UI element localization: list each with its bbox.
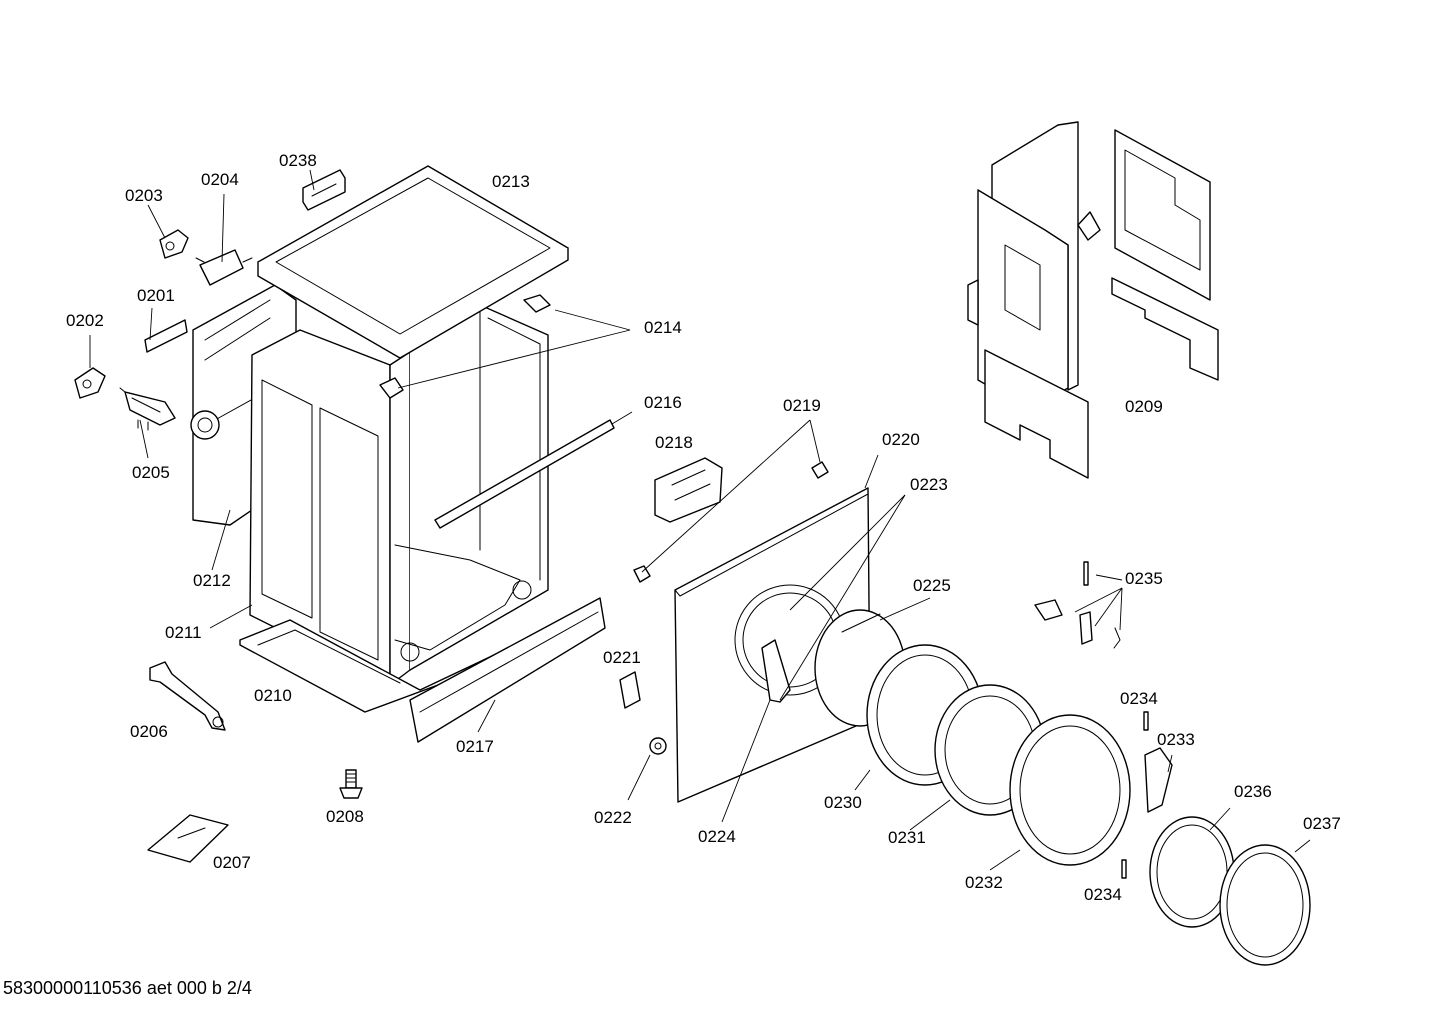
label-0222: 0222: [594, 808, 632, 827]
part-0233-handle: [1144, 747, 1173, 813]
part-0214-clips: [379, 294, 551, 399]
label-0207: 0207: [213, 853, 251, 872]
label-0231: 0231: [888, 828, 926, 847]
part-0232-outer-ring: [1009, 714, 1131, 866]
label-0230: 0230: [824, 793, 862, 812]
label-0210: 0210: [254, 686, 292, 705]
part-0202-cap: [74, 367, 106, 399]
part-0218-door-lock: [654, 457, 723, 523]
label-0203: 0203: [125, 186, 163, 205]
label-0208: 0208: [326, 807, 364, 826]
label-0236: 0236: [1234, 782, 1272, 801]
part-0238-handle: [302, 169, 346, 211]
label-0204: 0204: [201, 170, 239, 189]
part-0216-strut: [434, 419, 615, 529]
label-0234-upper: 0234: [1120, 689, 1158, 708]
label-0234-lower: 0234: [1084, 885, 1122, 904]
part-0203-cap: [159, 229, 189, 259]
label-0205: 0205: [132, 463, 170, 482]
part-0204-shock-absorber: [195, 249, 253, 286]
label-0224: 0224: [698, 827, 736, 846]
part-0217-plinth: [409, 597, 606, 743]
leader-lines: [89, 169, 1311, 871]
label-0237: 0237: [1303, 814, 1341, 833]
part-labels: 0201 0202 0203 0204 0205 0206 0207 0208 …: [66, 151, 1341, 904]
label-0225: 0225: [913, 576, 951, 595]
label-0211: 0211: [165, 623, 202, 642]
label-0232: 0232: [965, 873, 1003, 892]
drawing-reference: 58300000110536 aet 000 b 2/4: [3, 978, 252, 998]
label-0216: 0216: [644, 393, 682, 412]
part-0237-ring: [1219, 844, 1311, 966]
label-0238: 0238: [279, 151, 317, 170]
label-0223: 0223: [910, 475, 948, 494]
label-0206: 0206: [130, 722, 168, 741]
label-0212: 0212: [193, 571, 231, 590]
part-0234-pins: [1121, 711, 1149, 879]
label-0219: 0219: [783, 396, 821, 415]
part-0213-top-cover: [257, 165, 569, 359]
part-0221-lever: [619, 671, 641, 709]
label-0235: 0235: [1125, 569, 1163, 588]
part-0222-knob: [649, 737, 667, 755]
label-0233: 0233: [1157, 730, 1195, 749]
label-0221: 0221: [603, 648, 641, 667]
label-0217: 0217: [456, 737, 494, 756]
label-0202: 0202: [66, 311, 104, 330]
label-0213: 0213: [492, 172, 530, 191]
part-0211-cabinet: [249, 304, 549, 686]
label-0201: 0201: [137, 286, 175, 305]
label-0209: 0209: [1125, 397, 1163, 416]
part-0206-spanner: [149, 661, 226, 731]
label-0220: 0220: [882, 430, 920, 449]
part-0224-hinge: [761, 639, 791, 703]
label-0218: 0218: [655, 433, 693, 452]
part-0205-shock-absorber: [119, 387, 176, 431]
part-0219-clips: [633, 461, 829, 583]
part-0235-hinge-parts: [1034, 561, 1121, 649]
part-0208-foot: [339, 769, 363, 799]
label-0214: 0214: [644, 318, 682, 337]
part-0201-bracket: [144, 319, 188, 353]
part-0207-foot-plate: [147, 814, 229, 863]
part-0209-packaging: [967, 121, 1219, 479]
